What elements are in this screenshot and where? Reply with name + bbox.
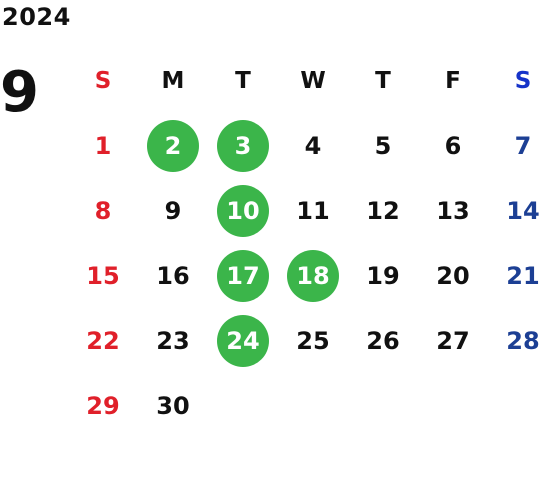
- day-number: 21: [506, 261, 540, 290]
- day-number: 14: [506, 196, 540, 225]
- day-number-highlighted: 18: [287, 249, 339, 302]
- day-number: 15: [86, 261, 120, 290]
- day-number: 5: [374, 131, 392, 160]
- weekday-header-wed: W: [300, 67, 326, 94]
- day-cell: 18: [278, 243, 348, 308]
- day-cell: 3: [208, 113, 278, 178]
- day-number: 9: [164, 196, 182, 225]
- day-cell: 14: [488, 178, 548, 243]
- day-cell: 24: [208, 308, 278, 373]
- day-number: 1: [94, 131, 112, 160]
- day-cell: 12: [348, 178, 418, 243]
- day-number: 13: [436, 196, 470, 225]
- day-number-highlighted: 2: [147, 119, 199, 172]
- day-number-highlighted: 10: [217, 184, 269, 237]
- weekday-header-sat: S: [514, 67, 532, 94]
- day-cell: 19: [348, 243, 418, 308]
- day-cell: 27: [418, 308, 488, 373]
- day-cell: 2: [138, 113, 208, 178]
- day-number: 8: [94, 196, 112, 225]
- day-number: 7: [514, 131, 532, 160]
- day-cell: 9: [138, 178, 208, 243]
- day-cell: 5: [348, 113, 418, 178]
- day-number: 23: [156, 326, 190, 355]
- day-number: 25: [296, 326, 330, 355]
- day-cell: 30: [138, 373, 208, 438]
- day-cell: 26: [348, 308, 418, 373]
- day-number: 22: [86, 326, 120, 355]
- day-number: 29: [86, 391, 120, 420]
- day-number-highlighted: 3: [217, 119, 269, 172]
- day-cell: 8: [68, 178, 138, 243]
- day-number-highlighted: 17: [217, 249, 269, 302]
- day-number: 11: [296, 196, 330, 225]
- calendar-grid: S M T W T F S 1 2 3 4 5 6 7 8 9 10 11 12…: [68, 48, 548, 438]
- weekday-header-tue: T: [235, 67, 251, 94]
- day-number: 26: [366, 326, 400, 355]
- day-number: 16: [156, 261, 190, 290]
- weekday-header-fri: F: [445, 67, 461, 94]
- day-cell: 6: [418, 113, 488, 178]
- day-number: 20: [436, 261, 470, 290]
- day-cell: 10: [208, 178, 278, 243]
- day-cell: 7: [488, 113, 548, 178]
- year-label: 2024: [2, 3, 71, 31]
- day-cell: 16: [138, 243, 208, 308]
- day-number: 27: [436, 326, 470, 355]
- day-cell: 22: [68, 308, 138, 373]
- day-number: 4: [304, 131, 322, 160]
- day-number: 30: [156, 391, 190, 420]
- day-number-highlighted: 24: [217, 314, 269, 367]
- day-cell: 13: [418, 178, 488, 243]
- day-number: 28: [506, 326, 540, 355]
- day-number: 12: [366, 196, 400, 225]
- weekday-header-mon: M: [161, 67, 185, 94]
- day-number: 6: [444, 131, 462, 160]
- day-number: 19: [366, 261, 400, 290]
- day-cell: 21: [488, 243, 548, 308]
- day-cell: 25: [278, 308, 348, 373]
- day-cell: 28: [488, 308, 548, 373]
- day-cell: 15: [68, 243, 138, 308]
- day-cell: 20: [418, 243, 488, 308]
- day-cell: 11: [278, 178, 348, 243]
- day-cell: 1: [68, 113, 138, 178]
- day-cell: 4: [278, 113, 348, 178]
- weekday-header-thu: T: [375, 67, 391, 94]
- weekday-header-sun: S: [94, 67, 112, 94]
- day-cell: 23: [138, 308, 208, 373]
- day-cell: 29: [68, 373, 138, 438]
- day-cell: 17: [208, 243, 278, 308]
- month-label: 9: [0, 60, 39, 125]
